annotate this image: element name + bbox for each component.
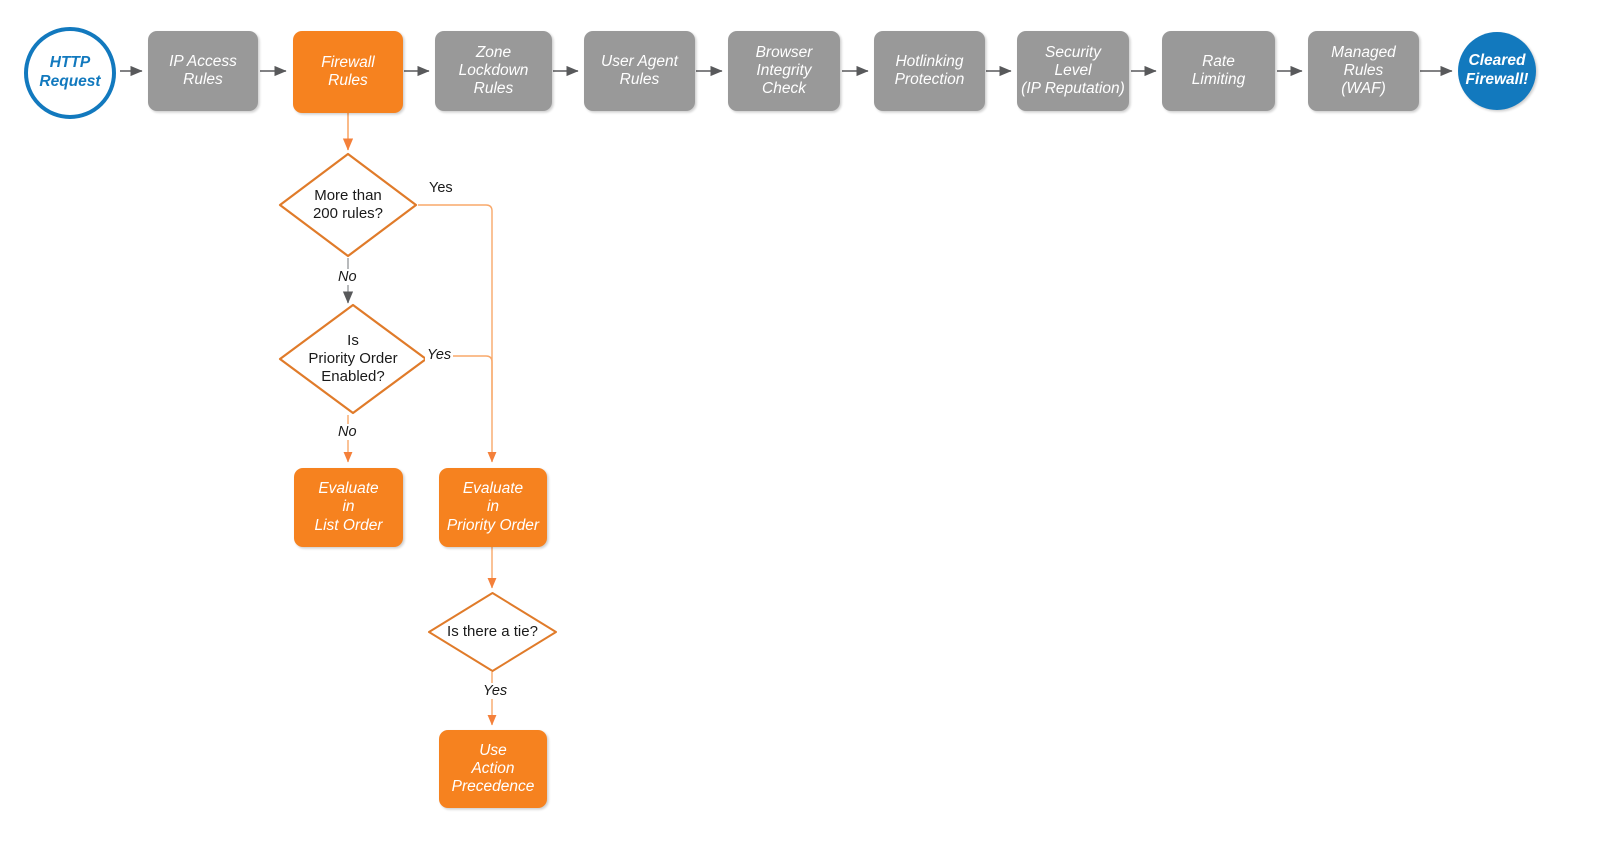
node-security-level[interactable]: Security Level (IP Reputation) — [1017, 31, 1129, 111]
node-label: Cleared Firewall! — [1465, 52, 1529, 88]
node-label: User Agent Rules — [601, 52, 678, 88]
decision-label: Is Priority Order Enabled? — [308, 331, 398, 386]
node-label: Security Level (IP Reputation) — [1021, 43, 1125, 98]
edge-label-d1-no: No — [336, 269, 359, 285]
edge-label-d2-yes: Yes — [425, 347, 454, 363]
node-hotlinking-protection[interactable]: Hotlinking Protection — [874, 31, 985, 111]
node-user-agent-rules[interactable]: User Agent Rules — [584, 31, 695, 111]
decision-priority-order-enabled[interactable]: Is Priority Order Enabled? — [278, 303, 428, 415]
node-evaluate-priority-order[interactable]: Evaluate in Priority Order — [439, 468, 547, 547]
node-evaluate-list-order[interactable]: Evaluate in List Order — [294, 468, 403, 547]
diamond-shape — [428, 592, 557, 672]
edge-label-d1-yes: Yes — [427, 180, 455, 196]
node-cleared-firewall[interactable]: Cleared Firewall! — [1458, 32, 1536, 110]
decision-more-than-200-rules[interactable]: More than 200 rules? — [278, 152, 418, 258]
node-rate-limiting[interactable]: Rate Limiting — [1162, 31, 1275, 111]
decision-label: More than 200 rules? — [312, 186, 384, 222]
node-label: Rate Limiting — [1191, 52, 1246, 88]
node-label: Hotlinking Protection — [894, 52, 965, 88]
node-label: Evaluate in List Order — [314, 480, 383, 534]
node-label: Managed Rules (WAF) — [1331, 43, 1396, 98]
node-browser-integrity-check[interactable]: Browser Integrity Check — [728, 31, 840, 111]
node-label: Zone Lockdown Rules — [458, 43, 529, 98]
node-label: Use Action Precedence — [451, 741, 535, 796]
diamond-shape — [278, 303, 428, 415]
decision-label: Is there a tie? — [447, 622, 538, 640]
node-firewall-rules[interactable]: Firewall Rules — [293, 31, 403, 113]
node-managed-rules-waf[interactable]: Managed Rules (WAF) — [1308, 31, 1419, 111]
edge-label-d3-yes: Yes — [481, 683, 510, 699]
node-label: Browser Integrity Check — [755, 43, 813, 98]
decision-is-there-a-tie[interactable]: Is there a tie? — [427, 591, 558, 673]
node-use-action-precedence[interactable]: Use Action Precedence — [439, 730, 547, 808]
node-zone-lockdown-rules[interactable]: Zone Lockdown Rules — [435, 31, 552, 111]
edge-label-d2-no: No — [336, 424, 359, 440]
node-label: IP Access Rules — [169, 52, 237, 88]
node-ip-access-rules[interactable]: IP Access Rules — [148, 31, 258, 111]
node-label: Evaluate in Priority Order — [446, 480, 540, 534]
diamond-shape — [278, 152, 418, 258]
node-label: HTTP Request — [39, 54, 101, 90]
node-http-request[interactable]: HTTP Request — [24, 27, 116, 119]
node-label: Firewall Rules — [321, 53, 375, 89]
